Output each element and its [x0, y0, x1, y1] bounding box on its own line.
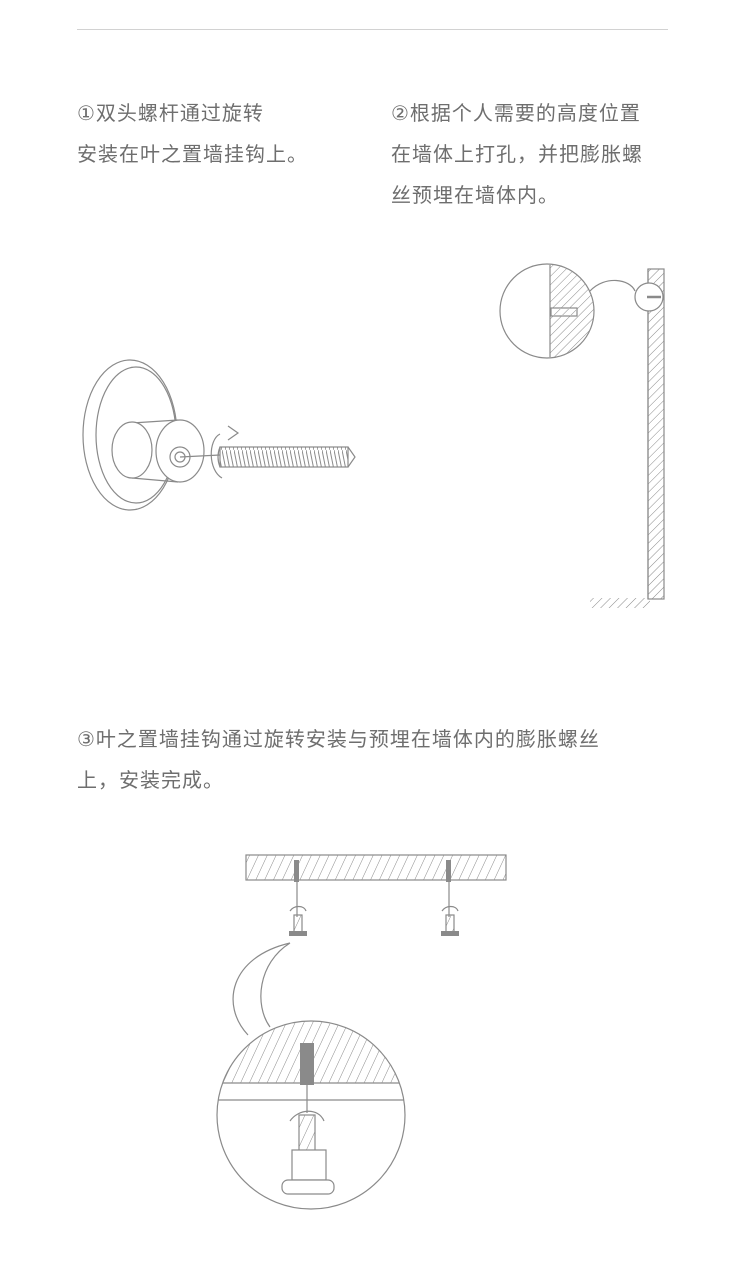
step-3-caption: ③叶之置墙挂钩通过旋转安装与预埋在墙体内的膨胀螺丝 上，安装完成。 — [77, 719, 600, 801]
expansion-anchor — [300, 1043, 314, 1085]
hook-screw-illustration — [82, 359, 356, 511]
double-screw — [219, 446, 349, 468]
step-3-line-1: ③叶之置墙挂钩通过旋转安装与预埋在墙体内的膨胀螺丝 — [77, 727, 600, 751]
hook-base-left — [289, 931, 307, 936]
step-1-line-2: 安装在叶之置墙挂钩上。 — [77, 142, 308, 166]
step-2-line-3: 丝预埋在墙体内。 — [391, 183, 559, 207]
zoom-connector — [232, 942, 291, 1036]
hook-base-right — [441, 931, 459, 936]
step-2-line-2: 在墙体上打孔，并把膨胀螺 — [391, 142, 643, 166]
step-1-caption: ①双头螺杆通过旋转 安装在叶之置墙挂钩上。 — [77, 93, 308, 175]
ceiling-bar — [245, 854, 507, 881]
top-divider — [77, 29, 668, 30]
hook-cylinder — [131, 419, 179, 483]
step-2-line-1: ②根据个人需要的高度位置 — [391, 101, 641, 125]
floor-section — [590, 598, 650, 608]
step-2-caption: ②根据个人需要的高度位置 在墙体上打孔，并把膨胀螺 丝预埋在墙体内。 — [391, 93, 643, 216]
ceiling-install-illustration — [216, 854, 507, 1210]
step-3-line-2: 上，安装完成。 — [77, 768, 224, 792]
wall-drilling-illustration — [499, 263, 665, 608]
step-1-line-1: ①双头螺杆通过旋转 — [77, 101, 264, 125]
wall-section — [647, 268, 665, 600]
rotation-arrow-icon — [289, 905, 307, 912]
hook-base-detail — [281, 1179, 335, 1195]
